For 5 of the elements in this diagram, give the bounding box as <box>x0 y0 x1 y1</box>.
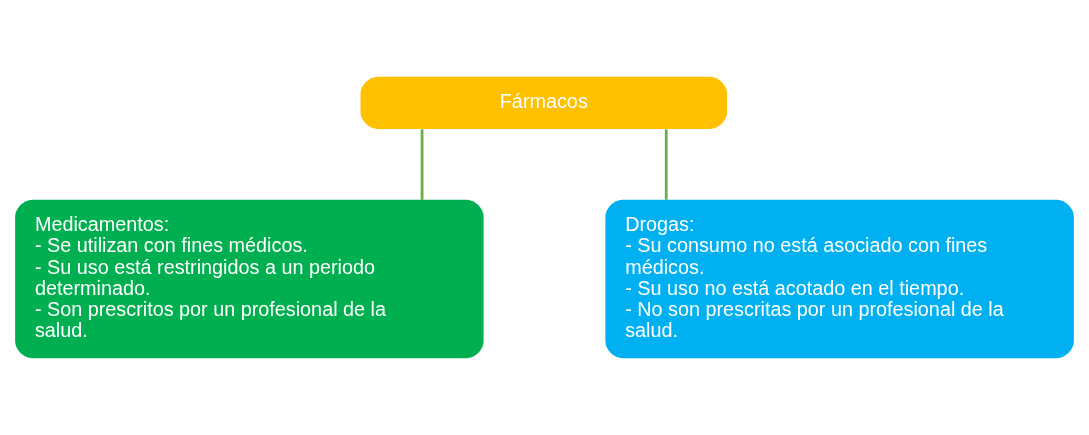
connector <box>664 129 668 200</box>
connector <box>420 129 424 200</box>
node-box: Medicamentos: - Se utilizan con fines médicos. - Su uso está restringidos a un periodo determinado. - Son prescritos por un profesional de la salud. <box>15 199 484 359</box>
node-box: Fármacos <box>360 76 728 130</box>
node-box: Drogas: - Su consumo no está asociado con fines médicos. - Su uso no está acotado en el tiempo. - No son prescritas por un profesional de la salud. <box>605 199 1074 359</box>
